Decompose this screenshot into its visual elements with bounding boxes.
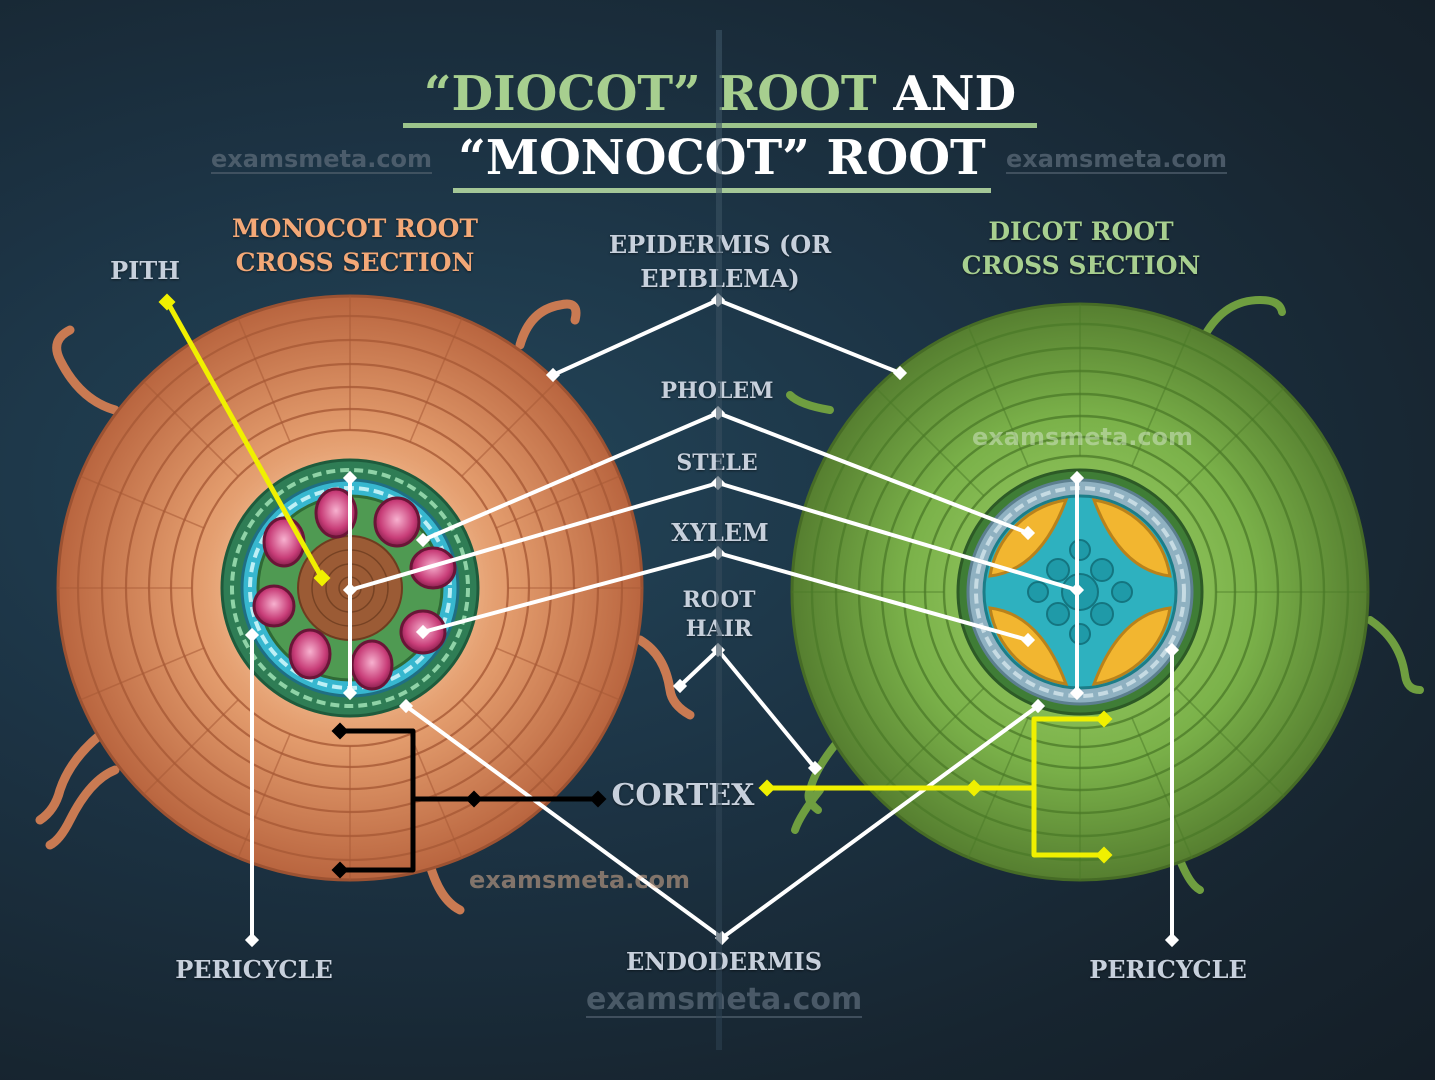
- pith-pointer: [165, 300, 325, 581]
- dicot-root-hairs: [786, 295, 1424, 894]
- monocot-heading-line-2: CROSS SECTION: [235, 248, 475, 277]
- label-cortex: CORTEX: [611, 778, 755, 813]
- label-pholem: PHOLEM: [660, 378, 774, 404]
- monocot-cortex-cell-walls: [58, 296, 642, 880]
- label-pith: PITH: [110, 256, 180, 285]
- label-stele: STELE: [676, 450, 758, 476]
- label-epidermis-line-1: EPIDERMIS (OR: [608, 230, 832, 259]
- label-root-hair-line-1: ROOT: [682, 587, 756, 613]
- dicot-phloem-quadrants: [988, 498, 1172, 686]
- watermark-top-left: examsmeta.com: [211, 145, 433, 175]
- title-line-1: “DIOCOT” ROOT AND: [403, 66, 1037, 122]
- watermark-monocot: examsmeta.com: [469, 866, 691, 894]
- watermark-dicot: examsmeta.com: [972, 423, 1194, 451]
- monocot-heading: MONOCOT ROOT CROSS SECTION: [225, 212, 485, 280]
- title-diocot-root: “DIOCOT” ROOT: [423, 66, 877, 122]
- label-epidermis-line-2: EPIBLEMA): [640, 264, 800, 293]
- cortex-left-tips: [331, 722, 607, 879]
- title-line-2: “MONOCOT” ROOT: [458, 130, 986, 186]
- label-root-hair-line-2: HAIR: [685, 616, 753, 642]
- cortex-right-tips: [758, 710, 1113, 864]
- label-endodermis: ENDODERMIS: [625, 947, 823, 976]
- title-and: AND: [893, 66, 1017, 122]
- label-root-hair: ROOT HAIR: [668, 586, 770, 644]
- pith-pointer-tips: [158, 293, 331, 587]
- epidermis-pointer: [551, 298, 902, 377]
- dicot-heading-line-1: DICOT ROOT: [988, 217, 1174, 246]
- label-pericycle-left: PERICYCLE: [175, 955, 333, 984]
- label-pericycle-right: PERICYCLE: [1089, 955, 1247, 984]
- cortex-right-pointer: [764, 716, 1107, 858]
- dicot-heading-line-2: CROSS SECTION: [961, 251, 1201, 280]
- label-epidermis: EPIDERMIS (OR EPIBLEMA): [600, 228, 840, 296]
- title-underline-2: [453, 188, 991, 193]
- monocot-root-drawing: [35, 294, 695, 915]
- title-underline-1: [403, 123, 1037, 128]
- root-hair-pointer: [678, 648, 817, 770]
- monocot-root-hairs: [35, 299, 695, 915]
- dicot-root-drawing: [786, 295, 1424, 894]
- dicot-cortex-cell-walls: [792, 304, 1368, 880]
- monocot-heading-line-1: MONOCOT ROOT: [232, 214, 478, 243]
- watermark-bottom: examsmeta.com: [586, 982, 863, 1018]
- dicot-heading: DICOT ROOT CROSS SECTION: [951, 215, 1211, 283]
- watermark-top-right: examsmeta.com: [1006, 145, 1228, 175]
- cortex-left-pointer: [337, 728, 601, 873]
- label-xylem: XYLEM: [671, 518, 769, 547]
